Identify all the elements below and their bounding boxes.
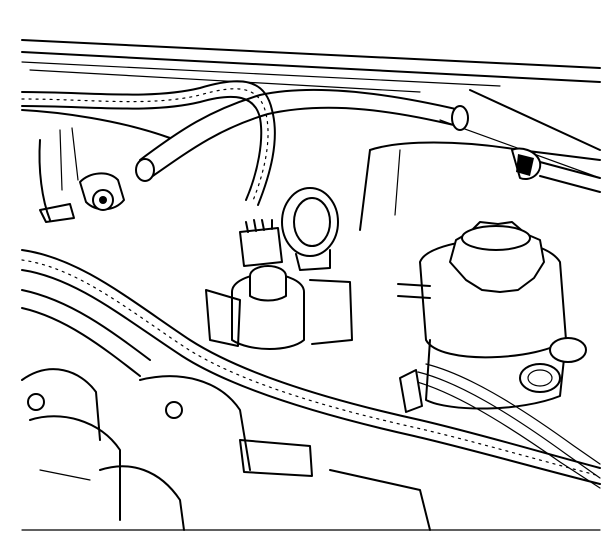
component-housing	[205, 265, 353, 350]
vacuum-hose-upper	[135, 88, 469, 182]
oil-filler-ring	[281, 187, 339, 271]
lower-wiring-harness	[21, 249, 601, 485]
brake-lines	[399, 363, 601, 489]
upper-wiring-harness	[21, 80, 276, 206]
hose-clamp	[39, 172, 125, 223]
engine-block-lower	[21, 368, 431, 531]
hose-clamp-right	[511, 147, 601, 193]
reservoir-assembly	[397, 221, 587, 410]
hood-panel-lines	[21, 39, 601, 93]
firewall-outline	[21, 89, 601, 231]
sensor-connector	[239, 219, 283, 267]
